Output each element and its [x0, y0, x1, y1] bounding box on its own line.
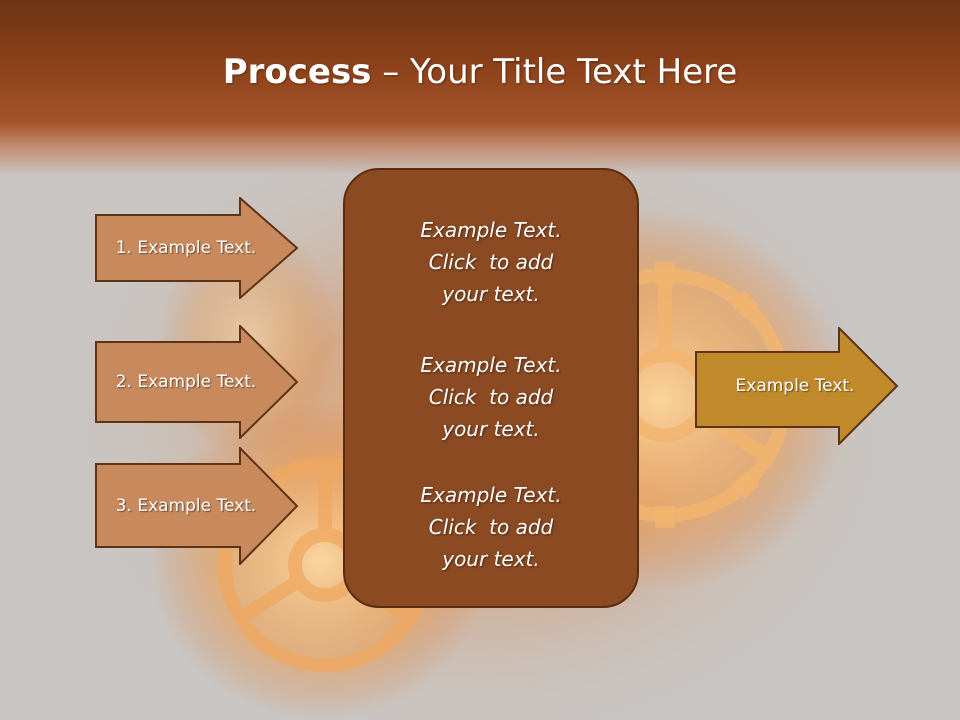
right-arrow-label: Example Text.	[735, 376, 855, 396]
title-bold-part: Process	[222, 52, 372, 92]
center-paragraph-1-line-2: Click to add	[428, 250, 554, 274]
left-arrow-1[interactable]: 1. Example Text.	[95, 197, 299, 299]
center-paragraph-1-line-1: Example Text.	[420, 218, 562, 242]
center-paragraph-2-line-3: your text.	[442, 417, 540, 441]
arrow-shape-icon	[95, 447, 299, 565]
left-arrow-2-label: 2. Example Text.	[115, 372, 257, 392]
center-paragraph-3: Example Text. Click to add your text.	[345, 479, 637, 575]
arrow-shape-icon	[695, 327, 899, 445]
center-paragraph-2-line-2: Click to add	[428, 385, 554, 409]
arrow-shape-icon	[95, 197, 299, 299]
title-bar	[0, 0, 960, 175]
arrow-shape-icon	[95, 325, 299, 439]
center-paragraph-2-line-1: Example Text.	[420, 353, 562, 377]
center-paragraph-2: Example Text. Click to add your text.	[345, 349, 637, 445]
slide-title: Process – Your Title Text Here	[0, 52, 960, 92]
center-paragraph-1: Example Text. Click to add your text.	[345, 214, 637, 310]
title-rest-part: – Your Title Text Here	[371, 52, 738, 92]
right-arrow[interactable]: Example Text.	[695, 327, 899, 445]
left-arrow-3-label: 3. Example Text.	[115, 496, 257, 516]
center-paragraph-3-line-1: Example Text.	[420, 483, 562, 507]
left-arrow-2[interactable]: 2. Example Text.	[95, 325, 299, 439]
center-text-box[interactable]: Example Text. Click to add your text. Ex…	[343, 168, 639, 608]
left-arrow-3[interactable]: 3. Example Text.	[95, 447, 299, 565]
center-paragraph-3-line-3: your text.	[442, 547, 540, 571]
left-arrow-1-label: 1. Example Text.	[115, 238, 257, 258]
center-paragraph-1-line-3: your text.	[442, 282, 540, 306]
center-paragraph-3-line-2: Click to add	[428, 515, 554, 539]
